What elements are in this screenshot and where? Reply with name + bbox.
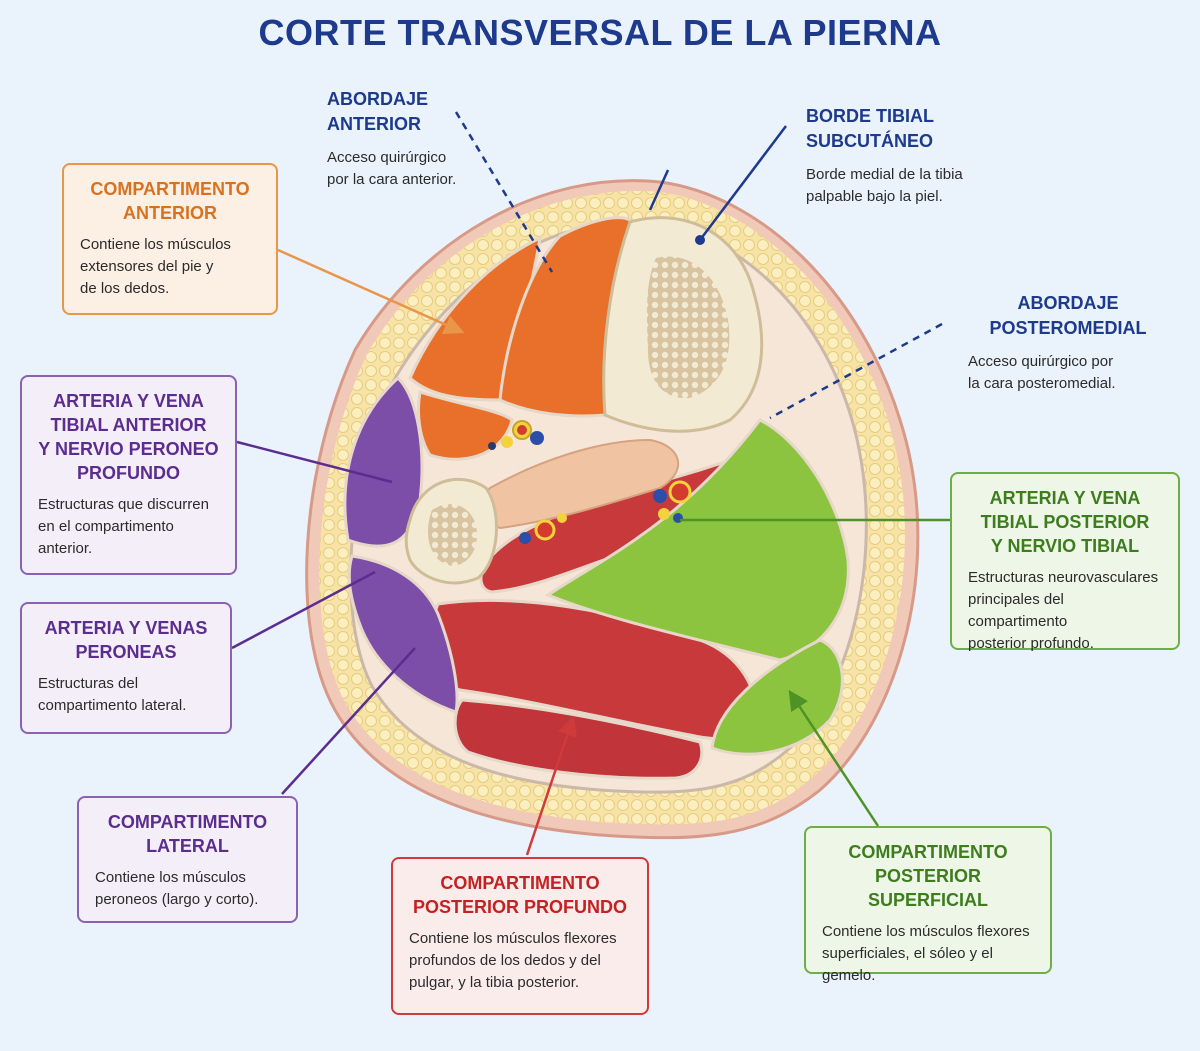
- box-peroneas-title: ARTERIA Y VENAS PERONEAS: [44, 618, 208, 662]
- leader-peroneas: [231, 570, 376, 650]
- box-comp-anterior-title: COMPARTIMENTO ANTERIOR: [90, 179, 250, 223]
- label-abordaje-anterior: ABORDAJE ANTERIOR Acceso quirúrgico por …: [327, 87, 527, 191]
- box-peroneas-desc: Estructuras del compartimento lateral.: [38, 675, 187, 714]
- box-tibial-posterior-desc: Estructuras neurovasculares principales …: [968, 569, 1159, 652]
- interosseous-membrane: [481, 438, 680, 530]
- box-comp-lateral: COMPARTIMENTO LATERAL Contiene los múscu…: [77, 796, 298, 923]
- posterior-muscle-lower: [453, 698, 704, 780]
- box-tibial-posterior-title: ARTERIA Y VENA TIBIAL POSTERIOR Y NERVIO…: [980, 488, 1150, 556]
- diagram-title: CORTE TRANSVERSAL DE LA PIERNA: [258, 12, 942, 53]
- box-comp-post-profundo-desc: Contiene los músculos flexores profundos…: [409, 930, 617, 991]
- fibula-marrow: [428, 504, 478, 566]
- label-abordaje-posteromedial-title: ABORDAJE POSTEROMEDIAL: [989, 293, 1147, 338]
- label-abordaje-posteromedial-desc: Acceso quirúrgico por la cara posteromed…: [968, 353, 1116, 392]
- peroneus-brevis-muscle: [347, 554, 459, 714]
- box-comp-post-superficial-desc: Contiene los músculos flexores superfici…: [822, 923, 1030, 984]
- label-borde-tibial-title: BORDE TIBIAL SUBCUTÁNEO: [806, 106, 934, 151]
- label-abordaje-anterior-desc: Acceso quirúrgico por la cara anterior.: [327, 149, 457, 188]
- anterior-muscle-2: [416, 390, 514, 461]
- leader-comp-lateral: [281, 647, 416, 795]
- label-abordaje-anterior-title: ABORDAJE ANTERIOR: [327, 89, 429, 134]
- box-tibial-anterior-title: ARTERIA Y VENA TIBIAL ANTERIOR Y NERVIO …: [38, 391, 219, 483]
- peroneus-longus-muscle: [343, 375, 424, 548]
- box-comp-post-superficial-title: COMPARTIMENTO POSTERIOR SUPERFICIAL: [848, 842, 1008, 910]
- box-comp-anterior-desc: Contiene los músculos extensores del pie…: [80, 236, 231, 297]
- box-tibial-anterior: ARTERIA Y VENA TIBIAL ANTERIOR Y NERVIO …: [20, 375, 237, 575]
- box-peroneas: ARTERIA Y VENAS PERONEAS Estructuras del…: [20, 602, 232, 734]
- leader-comp-post-superficial: [788, 689, 880, 827]
- posterior-tibial-bundle: [653, 480, 692, 523]
- box-comp-post-profundo: COMPARTIMENTO POSTERIOR PROFUNDO Contien…: [391, 857, 649, 1015]
- box-tibial-posterior: ARTERIA Y VENA TIBIAL POSTERIOR Y NERVIO…: [950, 472, 1180, 652]
- tibia-marrow: [646, 256, 730, 399]
- box-comp-anterior: COMPARTIMENTO ANTERIOR Contiene los músc…: [62, 163, 278, 315]
- label-abordaje-posteromedial: ABORDAJE POSTEROMEDIAL Acceso quirúrgico…: [968, 291, 1168, 395]
- box-comp-post-profundo-title: COMPARTIMENTO POSTERIOR PROFUNDO: [412, 873, 627, 917]
- box-tibial-anterior-desc: Estructuras que discurren en el comparti…: [38, 496, 209, 557]
- leader-abordaje-posteromedial: [769, 322, 943, 420]
- gastrocnemius-muscle: [710, 638, 844, 756]
- leader-borde-tibial: [699, 125, 787, 241]
- label-borde-tibial-desc: Borde medial de la tibia palpable bajo l…: [806, 166, 963, 205]
- label-borde-tibial: BORDE TIBIAL SUBCUTÁNEO Borde medial de …: [806, 104, 1026, 208]
- box-comp-lateral-title: COMPARTIMENTO LATERAL: [107, 812, 268, 856]
- leader-comp-post-profundo: [525, 715, 577, 856]
- anterior-tibial-bundle: [488, 420, 544, 450]
- peroneal-bundle: [519, 513, 567, 544]
- box-comp-post-superficial: COMPARTIMENTO POSTERIOR SUPERFICIAL Cont…: [804, 826, 1052, 984]
- box-comp-lateral-desc: Contiene los músculos peroneos (largo y …: [95, 869, 259, 908]
- leader-tibial-anterior: [236, 440, 393, 484]
- leader-abordaje-anterior: [454, 111, 554, 273]
- leader-comp-anterior: [277, 248, 465, 335]
